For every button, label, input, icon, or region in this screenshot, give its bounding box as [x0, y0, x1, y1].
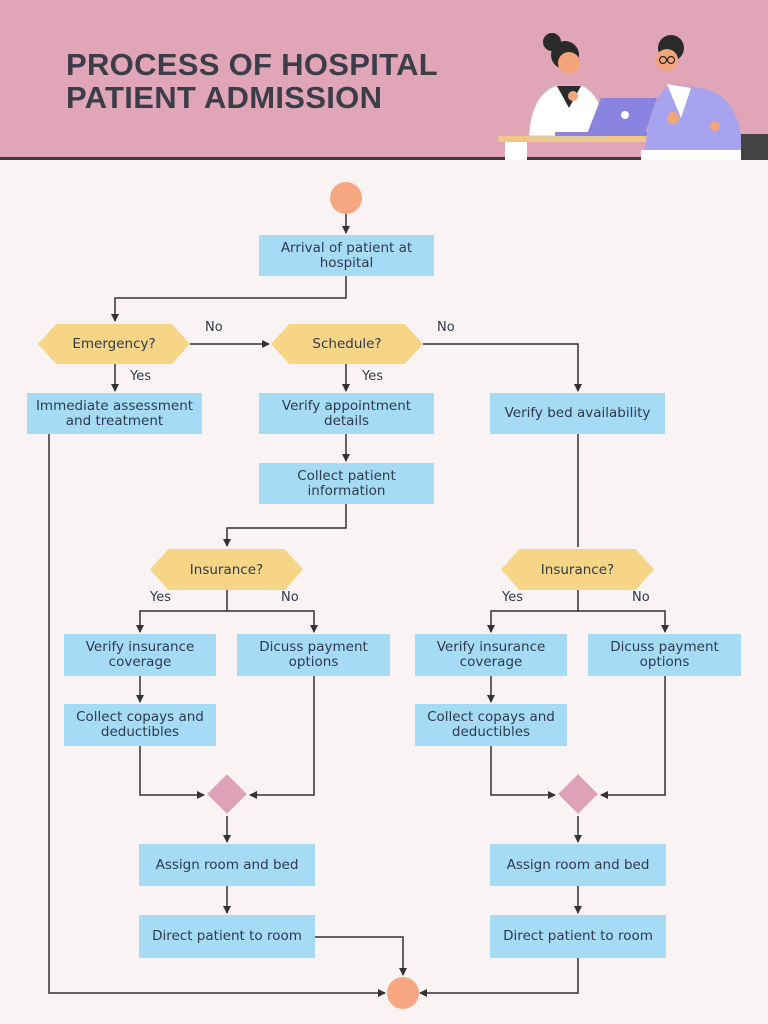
node-verify-insurance-left: Verify insurance coverage [64, 634, 216, 676]
label-insurance-left-yes: Yes [150, 590, 171, 605]
node-collect-copays-right: Collect copays and deductibles [415, 704, 567, 746]
label-insurance-right-yes: Yes [502, 590, 523, 605]
end-terminal [387, 977, 419, 1009]
label-schedule-no: No [437, 320, 455, 335]
decision-insurance-left: Insurance? [150, 549, 303, 590]
node-collect-info: Collect patient information [259, 463, 434, 504]
label-insurance-right-no: No [632, 590, 650, 605]
node-immediate-assessment: Immediate assessment and treatment [27, 393, 202, 434]
decision-insurance-right: Insurance? [501, 549, 654, 590]
page-title: PROCESS OF HOSPITAL PATIENT ADMISSION [66, 48, 438, 114]
node-discuss-payment-left: Dicuss payment options [237, 634, 390, 676]
start-terminal [330, 182, 362, 214]
node-verify-bed: Verify bed availability [490, 393, 665, 434]
label-emergency-no: No [205, 320, 223, 335]
doctors-illustration [498, 33, 768, 160]
node-direct-patient-right: Direct patient to room [490, 915, 666, 958]
node-direct-patient-left: Direct patient to room [139, 915, 315, 958]
label-insurance-left-no: No [281, 590, 299, 605]
node-collect-copays-left: Collect copays and deductibles [64, 704, 216, 746]
node-arrival: Arrival of patient at hospital [259, 235, 434, 276]
node-discuss-payment-right: Dicuss payment options [588, 634, 741, 676]
decision-emergency: Emergency? [38, 324, 190, 364]
node-assign-room-left: Assign room and bed [139, 844, 315, 886]
header-banner: PROCESS OF HOSPITAL PATIENT ADMISSION [0, 0, 768, 160]
label-emergency-yes: Yes [130, 369, 151, 384]
node-verify-insurance-right: Verify insurance coverage [415, 634, 567, 676]
title-line-2: PATIENT ADMISSION [66, 80, 383, 115]
decision-schedule: Schedule? [271, 324, 423, 364]
label-schedule-yes: Yes [362, 369, 383, 384]
node-verify-appointment: Verify appointment details [259, 393, 434, 434]
node-assign-room-right: Assign room and bed [490, 844, 666, 886]
title-line-1: PROCESS OF HOSPITAL [66, 47, 438, 82]
